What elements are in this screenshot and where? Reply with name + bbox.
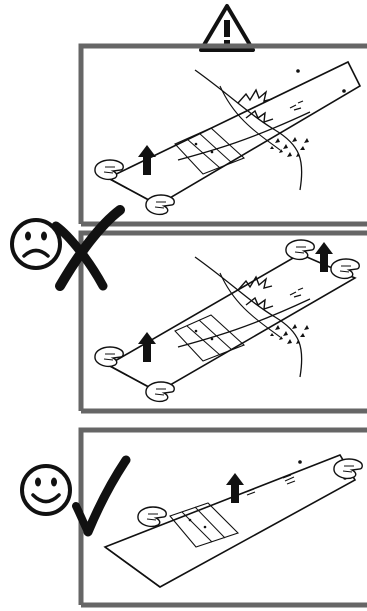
happy-face-icon <box>22 466 70 514</box>
hand-icon <box>146 382 174 401</box>
cross-mark-icon <box>56 210 120 286</box>
hand-icon <box>146 195 174 214</box>
hand-icon <box>138 507 166 526</box>
hand-icon <box>331 259 359 278</box>
panel-wrong-both-ends <box>81 233 367 411</box>
shelf-board <box>108 62 360 205</box>
warning-triangle-icon <box>201 6 253 50</box>
hand-icon <box>334 459 362 478</box>
panel-wrong-one-end <box>81 46 367 224</box>
hand-icon <box>286 240 314 259</box>
shelf-board <box>108 254 355 392</box>
